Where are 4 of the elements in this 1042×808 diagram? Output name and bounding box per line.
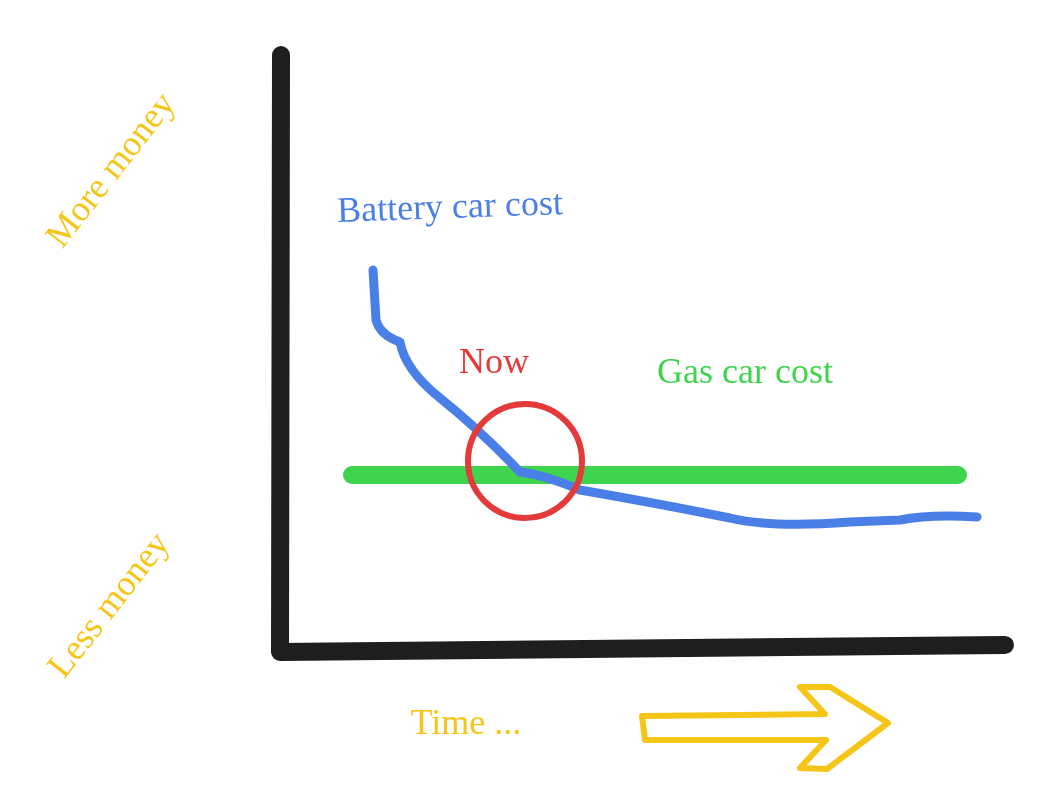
line-label: Gas car cost [657,352,833,392]
curve-label: Battery car cost [336,183,564,231]
axis-label: Time ... [410,703,522,743]
annotation-label: Now [459,342,529,382]
